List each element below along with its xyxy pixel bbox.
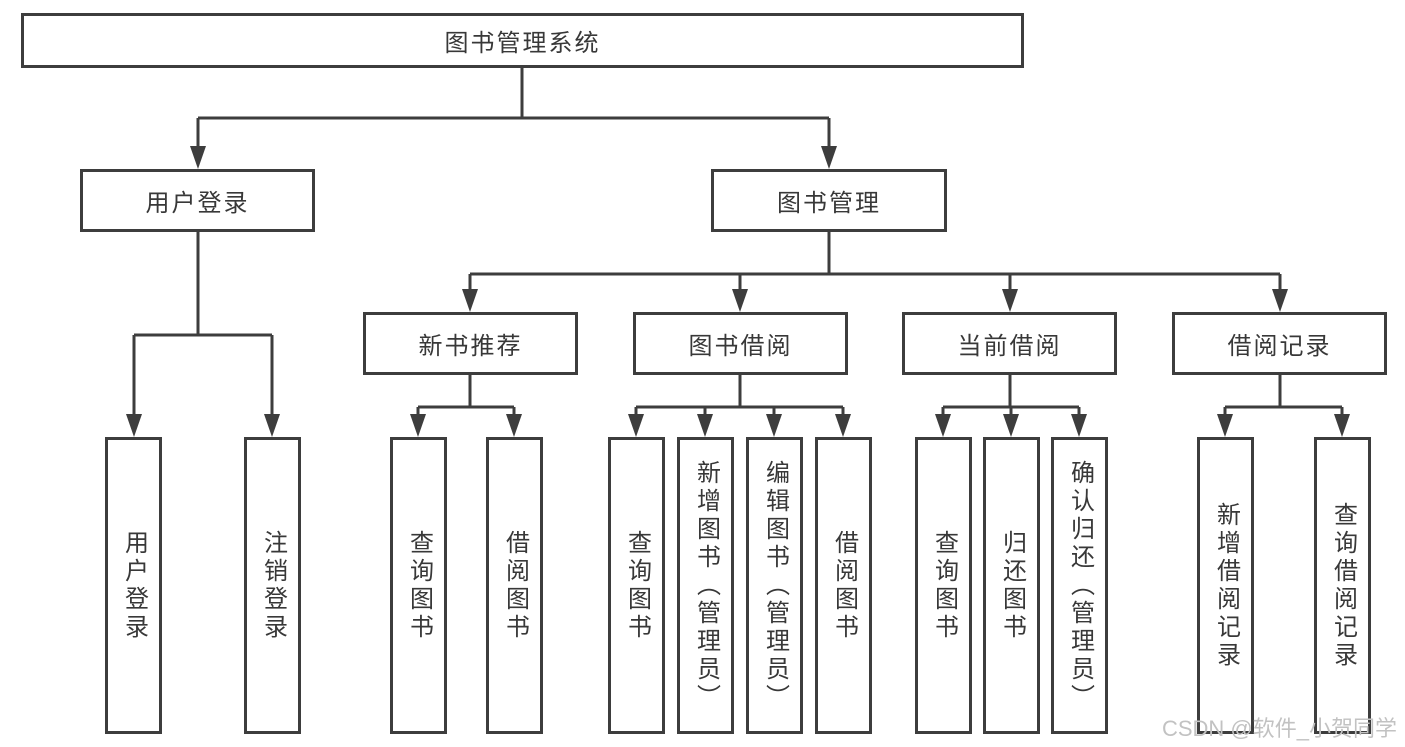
node-book-borrowing: 图书借阅 bbox=[633, 312, 848, 375]
leaf-user-login: 用户登录 bbox=[105, 437, 162, 734]
leaf-query-books-borrowing: 查询图书 bbox=[608, 437, 665, 734]
leaf-label: 用户登录 bbox=[120, 529, 148, 642]
leaf-logout-login: 注销登录 bbox=[244, 437, 301, 734]
node-new-book-recommend: 新书推荐 bbox=[363, 312, 578, 375]
arrow-down-icon bbox=[506, 414, 522, 437]
arrow-down-icon bbox=[697, 414, 713, 437]
arrow-down-icon bbox=[766, 414, 782, 437]
arrow-down-icon bbox=[732, 289, 748, 312]
leaf-label: 注销登录 bbox=[259, 529, 287, 642]
leaf-label: 新增借阅记录 bbox=[1212, 501, 1240, 670]
leaf-label: 编辑图书（管理员） bbox=[761, 459, 789, 712]
arrow-down-icon bbox=[1334, 414, 1350, 437]
leaf-label: 借阅图书 bbox=[830, 529, 858, 642]
csdn-watermark: CSDN @软件_小贺同学 bbox=[1161, 716, 1397, 741]
arrow-down-icon bbox=[264, 414, 280, 437]
arrow-down-icon bbox=[462, 289, 478, 312]
leaf-query-books-recommend: 查询图书 bbox=[390, 437, 447, 734]
arrow-down-icon bbox=[1272, 289, 1288, 312]
leaf-query-books-current: 查询图书 bbox=[915, 437, 972, 734]
node-book-management: 图书管理 bbox=[711, 169, 947, 232]
leaf-add-borrow-record: 新增借阅记录 bbox=[1197, 437, 1254, 734]
leaf-borrow-books-borrowing: 借阅图书 bbox=[815, 437, 872, 734]
leaf-label: 归还图书 bbox=[998, 529, 1026, 642]
leaf-add-books-admin: 新增图书（管理员） bbox=[677, 437, 734, 734]
arrow-down-icon bbox=[835, 414, 851, 437]
leaf-edit-books-admin: 编辑图书（管理员） bbox=[746, 437, 803, 734]
arrow-down-icon bbox=[1002, 289, 1018, 312]
arrow-down-icon bbox=[1071, 414, 1087, 437]
leaf-borrow-books-recommend: 借阅图书 bbox=[486, 437, 543, 734]
arrow-down-icon bbox=[935, 414, 951, 437]
leaf-label: 确认归还（管理员） bbox=[1066, 459, 1094, 712]
leaf-query-borrow-record: 查询借阅记录 bbox=[1314, 437, 1371, 734]
arrow-down-icon bbox=[628, 414, 644, 437]
arrow-down-icon bbox=[821, 146, 837, 169]
arrow-down-icon bbox=[190, 146, 206, 169]
arrow-down-icon bbox=[410, 414, 426, 437]
leaf-confirm-return-admin: 确认归还（管理员） bbox=[1051, 437, 1108, 734]
leaf-label: 查询图书 bbox=[623, 529, 651, 642]
leaf-label: 查询图书 bbox=[930, 529, 958, 642]
node-library-system: 图书管理系统 bbox=[21, 13, 1024, 68]
node-borrowing-records: 借阅记录 bbox=[1172, 312, 1387, 375]
leaf-label: 查询图书 bbox=[405, 529, 433, 642]
arrow-down-icon bbox=[1003, 414, 1019, 437]
arrow-down-icon bbox=[126, 414, 142, 437]
leaf-return-books: 归还图书 bbox=[983, 437, 1040, 734]
node-current-borrowing: 当前借阅 bbox=[902, 312, 1117, 375]
leaf-label: 查询借阅记录 bbox=[1329, 501, 1357, 670]
arrow-down-icon bbox=[1217, 414, 1233, 437]
node-user-login: 用户登录 bbox=[80, 169, 315, 232]
leaf-label: 借阅图书 bbox=[501, 529, 529, 642]
leaf-label: 新增图书（管理员） bbox=[692, 459, 720, 712]
